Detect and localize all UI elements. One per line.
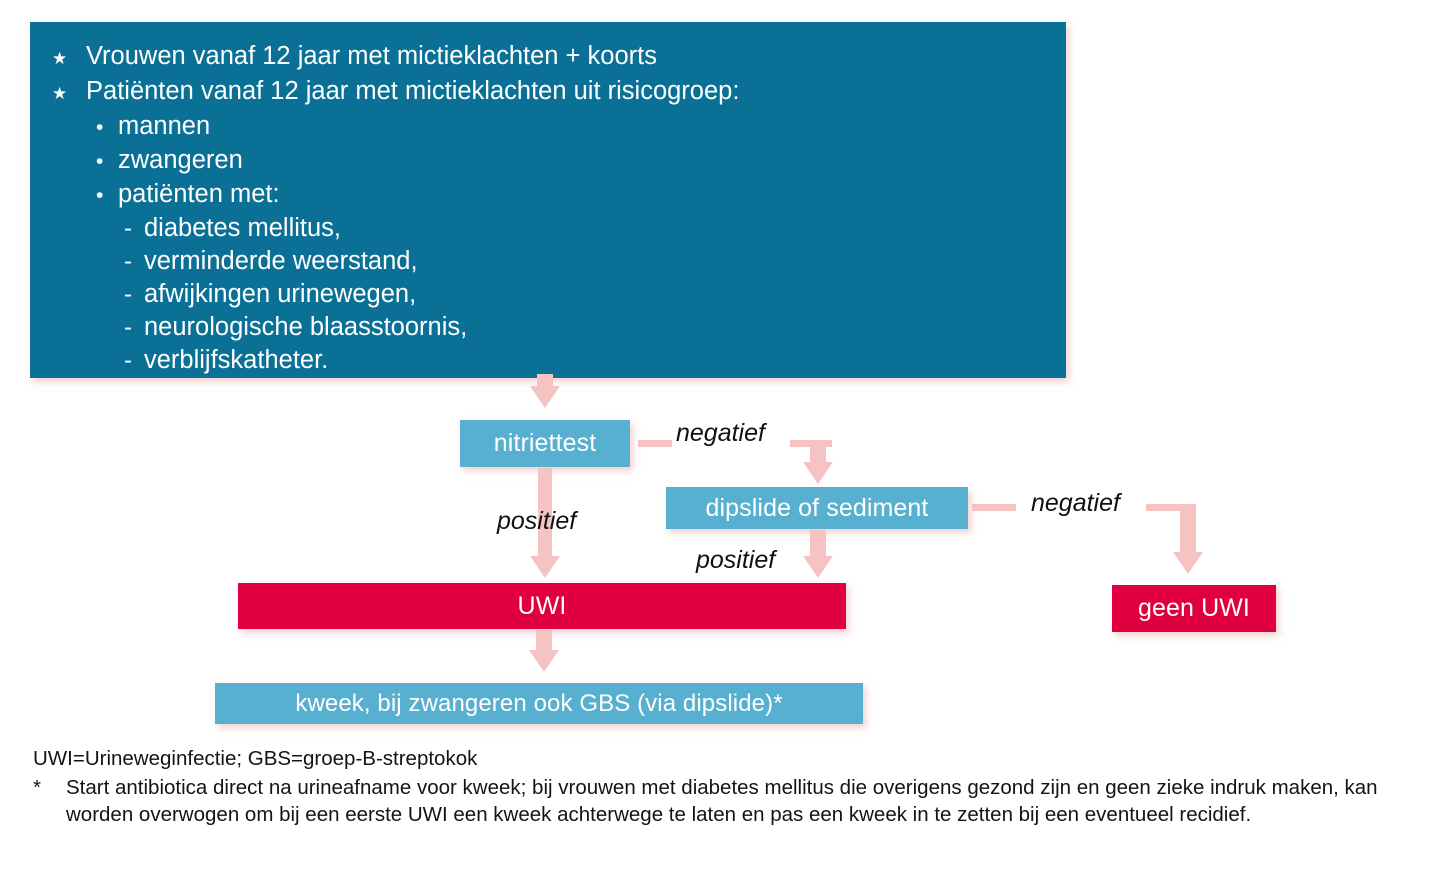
criteria-item: - diabetes mellitus, (52, 212, 1044, 245)
criteria-item: ★ Vrouwen vanaf 12 jaar met mictieklacht… (52, 40, 1044, 75)
arrow-uwi-to-kweek-shaft (536, 630, 552, 652)
criteria-item: - verminderde weerstand, (52, 245, 1044, 278)
star-bullet-icon: ★ (52, 49, 68, 68)
dash-bullet-icon: - (124, 347, 132, 374)
arrow-dipslide-positief-shaft (810, 530, 826, 558)
node-kweek: kweek, bij zwangeren ook GBS (via dipsli… (215, 683, 863, 724)
criteria-text: verblijfskatheter. (144, 346, 329, 374)
node-geen-uwi: geen UWI (1112, 585, 1276, 632)
footnote-star: * Start antibiotica direct na urineafnam… (33, 774, 1413, 829)
dash-bullet-icon: - (124, 215, 132, 242)
edge-label-nitriettest-positief: positief (497, 507, 577, 535)
criteria-text: Vrouwen vanaf 12 jaar met mictieklachten… (86, 42, 657, 70)
dash-bullet-icon: - (124, 281, 132, 308)
node-dipslide: dipslide of sediment (666, 487, 968, 529)
arrow-positief-nitriettest-head (530, 556, 560, 578)
node-geen-uwi-label: geen UWI (1138, 594, 1250, 622)
criteria-text: mannen (118, 112, 211, 140)
node-kweek-label: kweek, bij zwangeren ook GBS (via dipsli… (295, 689, 783, 717)
inclusion-criteria-list: ★ Vrouwen vanaf 12 jaar met mictieklacht… (52, 40, 1044, 377)
arrow-header-to-nitriettest-head (530, 386, 560, 408)
arrow-positief-nitriettest-shaft (538, 468, 552, 558)
criteria-item: ★ Patiënten vanaf 12 jaar met mictieklac… (52, 75, 1044, 110)
arrow-dipslide-negatief-stub-left (972, 504, 1016, 511)
criteria-item: - neurologische blaasstoornis, (52, 311, 1044, 344)
arrow-header-to-nitriettest-shaft (537, 374, 553, 388)
criteria-text: afwijkingen urinewegen, (144, 280, 417, 308)
criteria-text: neurologische blaasstoornis, (144, 313, 468, 341)
arrow-negatief-stub-left (638, 440, 672, 447)
node-nitriettest: nitriettest (460, 420, 630, 467)
footnote-abbreviations: UWI=Urineweginfectie; GBS=groep-B-strept… (33, 747, 478, 770)
edge-label-nitriettest-negatief: negatief (676, 419, 765, 447)
criteria-item: • patiënten met: (52, 178, 1044, 212)
arrow-negatief-head (803, 462, 833, 484)
footnote-star-text: Start antibiotica direct na urineafname … (66, 775, 1378, 827)
arrow-dipslide-positief-head (803, 556, 833, 578)
criteria-text: Patiënten vanaf 12 jaar met mictieklacht… (86, 77, 740, 105)
star-bullet-icon: ★ (52, 84, 68, 103)
footnotes: UWI=Urineweginfectie; GBS=groep-B-strept… (33, 745, 1413, 829)
node-dipslide-label: dipslide of sediment (705, 493, 929, 522)
criteria-item: • mannen (52, 110, 1044, 144)
criteria-text: verminderde weerstand, (144, 247, 418, 275)
criteria-text: diabetes mellitus, (144, 214, 342, 242)
node-uwi: UWI (238, 583, 846, 629)
inclusion-criteria-box: ★ Vrouwen vanaf 12 jaar met mictieklacht… (30, 22, 1066, 378)
criteria-item: - verblijfskatheter. (52, 344, 1044, 377)
criteria-text: zwangeren (118, 146, 243, 174)
dot-bullet-icon: • (96, 184, 104, 207)
arrow-negatief-vertical (810, 440, 826, 464)
arrow-dipslide-negatief-stub-right (1146, 504, 1196, 511)
arrow-dipslide-negatief-vertical (1180, 504, 1196, 554)
criteria-text: patiënten met: (118, 180, 280, 208)
dash-bullet-icon: - (124, 248, 132, 275)
edge-label-dipslide-positief: positief (696, 546, 776, 574)
criteria-item: - afwijkingen urinewegen, (52, 278, 1044, 311)
arrow-uwi-to-kweek-head (529, 650, 559, 672)
arrow-dipslide-negatief-head (1173, 552, 1203, 574)
criteria-item: • zwangeren (52, 144, 1044, 178)
dot-bullet-icon: • (96, 116, 104, 139)
dash-bullet-icon: - (124, 314, 132, 341)
edge-label-dipslide-negatief: negatief (1031, 489, 1120, 517)
footnote-star-marker: * (33, 775, 41, 799)
dot-bullet-icon: • (96, 150, 104, 173)
node-nitriettest-label: nitriettest (493, 429, 597, 457)
node-uwi-label: UWI (517, 591, 567, 620)
